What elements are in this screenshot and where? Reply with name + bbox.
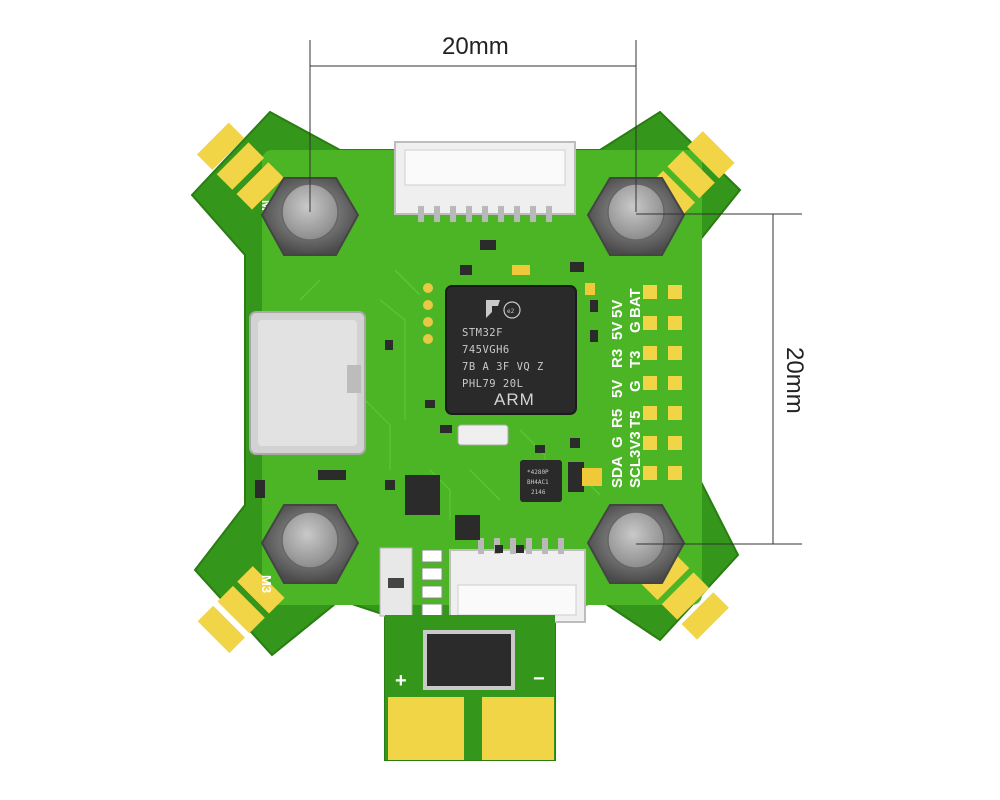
e2-badge: e2 <box>507 308 515 315</box>
pcb-traces <box>299 269 601 520</box>
battery-pad-positive <box>388 697 464 760</box>
st-logo-icon <box>486 300 500 318</box>
motor-pads-bottom-left <box>197 566 285 654</box>
mcu-chip: STM32F 745VGH6 7B A 3F VQ Z PHL79 20L AR… <box>445 285 577 415</box>
tan-components <box>512 265 602 486</box>
pad-row-7-left: SDA <box>609 456 626 488</box>
gyro-line-3: 2146 <box>531 489 546 496</box>
gyro-line-2: BH4AC1 <box>527 479 549 486</box>
pad-row-5-right: T5 <box>627 410 644 428</box>
mcu-line-2: 745VGH6 <box>462 344 510 356</box>
arm-logo: ARM <box>494 390 535 409</box>
gyro-chip: *4280P BH4AC1 2146 <box>520 460 562 502</box>
power-tab: + − <box>385 615 555 760</box>
pad-row-4-left: 5V <box>609 380 626 398</box>
dimension-label-horizontal: 20mm <box>442 33 509 60</box>
pad-labels: 5V BAT 5V G R3 T3 5V G R5 T5 G 3V3 SDA S… <box>609 288 644 488</box>
top-connector <box>394 141 576 222</box>
via-dots <box>423 283 433 344</box>
passive-components <box>255 240 598 553</box>
motor-pads <box>196 122 735 654</box>
standoff-bottom-left <box>260 504 360 584</box>
pad-row-4-right: G <box>627 380 644 392</box>
dimension-label-vertical: 20mm <box>781 347 808 414</box>
power-plus-label: + <box>395 670 407 692</box>
motor-label-m3: M3 <box>259 575 274 593</box>
mcu-line-1: STM32F <box>462 327 503 339</box>
mcu-line-4: PHL79 20L <box>462 378 523 390</box>
pad-row-1-left: 5V <box>609 300 626 318</box>
motor-pads-top-left <box>196 122 284 210</box>
pad-row-2-right: G <box>627 321 644 333</box>
usb-c-connector <box>249 311 366 455</box>
mcu-line-3: 7B A 3F VQ Z <box>462 361 544 373</box>
bottom-connector <box>449 538 586 623</box>
dimension-horizontal: 20mm <box>309 33 637 212</box>
power-diode <box>423 630 515 690</box>
power-minus-label: − <box>533 668 545 690</box>
status-leds <box>421 549 443 617</box>
uart-pad-grid <box>643 285 682 480</box>
battery-pad-negative <box>482 697 554 760</box>
pad-row-3-left: R3 <box>609 349 626 368</box>
pad-row-6-left: G <box>609 436 626 448</box>
pad-row-6-right: 3V3 <box>627 431 644 458</box>
pad-row-3-right: T3 <box>627 350 644 368</box>
boot-button <box>379 547 413 617</box>
crystal <box>457 424 509 446</box>
pad-row-1-right: BAT <box>627 288 644 318</box>
e2-badge-icon <box>503 301 521 319</box>
dimension-vertical: 20mm <box>636 213 808 545</box>
pad-row-7-right: SCL <box>627 458 644 488</box>
pad-row-2-left: 5V <box>609 322 626 340</box>
gyro-line-1: *4280P <box>527 469 549 476</box>
pad-row-5-left: R5 <box>609 409 626 428</box>
